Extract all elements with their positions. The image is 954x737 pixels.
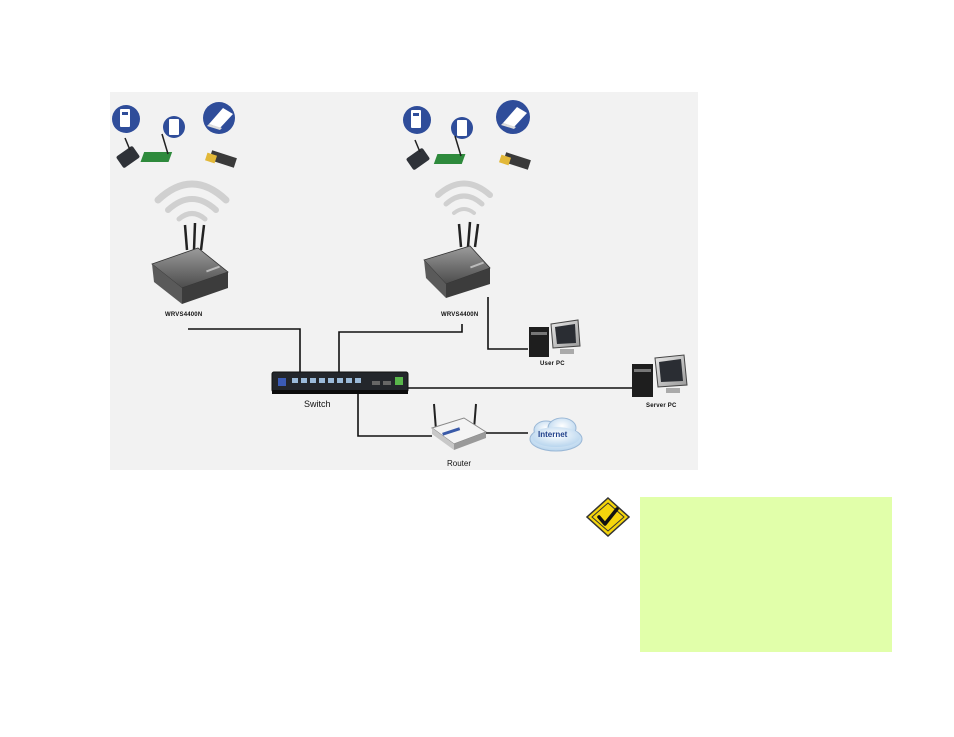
left-client-group — [112, 102, 237, 168]
desktop-client-icon — [451, 117, 473, 139]
access-point-right-icon — [424, 222, 490, 298]
right-client-group — [403, 100, 531, 170]
diagram-canvas — [110, 92, 698, 470]
cable-right-ap-user-pc — [488, 297, 528, 349]
router-label: Router — [447, 459, 471, 468]
access-point-left-label: WRVS4400N — [165, 312, 202, 318]
access-point-right-label: WRVS4400N — [441, 312, 478, 318]
wifi-signal-icon — [438, 184, 490, 214]
user-pc-icon — [529, 320, 580, 357]
cable-left-ap-switch — [188, 329, 300, 372]
router-icon — [432, 404, 486, 450]
pc-card-icon — [499, 152, 531, 170]
note-box — [640, 497, 892, 652]
server-pc-icon — [632, 355, 687, 397]
laptop-client-icon — [203, 102, 235, 134]
cables — [188, 297, 632, 436]
desktop-client-icon — [403, 106, 431, 134]
access-point-left-icon — [152, 223, 228, 304]
server-pc-label: Server PC — [646, 403, 677, 409]
desktop-client-icon — [112, 105, 140, 133]
usb-adapter-icon — [116, 138, 140, 168]
cable-right-ap-switch — [339, 324, 462, 372]
network-diagram: WRVS4400N WRVS4400N Switch User PC Serve… — [110, 92, 698, 470]
switch-icon — [272, 372, 408, 394]
usb-adapter-icon — [406, 140, 430, 170]
laptop-client-icon — [496, 100, 530, 134]
desktop-client-icon — [163, 116, 185, 138]
user-pc-label: User PC — [540, 361, 565, 367]
pc-card-icon — [205, 150, 237, 168]
internet-label: Internet — [538, 430, 567, 439]
cable-switch-router — [358, 393, 432, 436]
pci-adapter-icon — [141, 134, 173, 162]
wifi-signal-icon — [158, 184, 226, 219]
pci-adapter-icon — [434, 136, 466, 164]
switch-label: Switch — [304, 399, 331, 409]
checkmark-note-icon — [586, 497, 630, 537]
